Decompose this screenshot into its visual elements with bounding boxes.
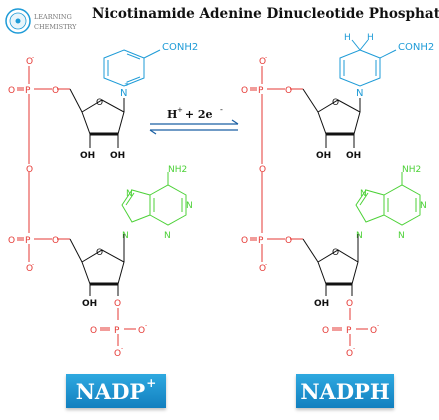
right-h2: H [367,33,374,43]
svg-text:N: N [186,201,193,211]
right-oh3: OH [314,299,329,309]
right-conh2: CONH2 [398,42,434,53]
right-h1: H [344,33,351,43]
left-nicotinamide-ring [103,49,161,87]
svg-text:N: N [126,189,133,199]
left-adenine [121,172,187,226]
svg-text:-: - [265,54,267,61]
svg-text:-: - [220,105,223,114]
svg-text:N: N [164,231,171,241]
svg-text:O: O [346,349,353,359]
svg-text:P: P [258,236,264,246]
right-nh2: NH2 [402,165,421,175]
svg-text:O: O [114,299,121,309]
right-oh1: OH [316,151,331,161]
svg-text:P: P [114,326,120,336]
svg-text:O: O [241,86,248,96]
svg-text:O: O [90,326,97,336]
svg-text:O: O [52,236,59,246]
svg-text:-: - [353,345,355,352]
svg-text:-: - [121,345,123,352]
svg-text:O: O [8,236,15,246]
right-adenine [355,172,421,226]
reaction-arrows: H + + 2e - [149,105,239,135]
left-oh3: OH [82,299,97,309]
svg-text:O: O [332,248,339,258]
nadph-badge: NADPH [296,374,394,408]
svg-text:O: O [26,264,33,274]
svg-text:O: O [259,264,266,274]
right-upper-ribose [302,88,361,148]
svg-text:N: N [420,201,427,211]
left-phosphate-chain [17,66,70,262]
svg-text:P: P [25,236,31,246]
svg-text:N: N [360,189,367,199]
svg-text:P: P [346,326,352,336]
left-conh2: CONH2 [162,42,198,53]
svg-text:P: P [25,86,31,96]
svg-text:O: O [138,326,145,336]
nadp-plus-badge: NADP+ [66,374,166,408]
right-phosphate-chain [250,66,303,262]
svg-text:O: O [114,349,121,359]
reaction-electrons: + 2e [181,108,213,121]
nadp-plus-label: NADP [75,378,146,404]
nadph-structure: O- O P O O O P O O- CONH2 H H [241,33,434,359]
svg-text:O: O [259,165,266,175]
svg-text:O: O [259,57,266,67]
svg-text:O: O [96,248,103,258]
left-n-plus: N [120,88,127,99]
left-upper-ribose [69,88,125,148]
svg-text:-: - [265,261,267,268]
svg-text:O: O [26,165,33,175]
svg-text:N: N [122,231,129,241]
svg-text:O: O [241,236,248,246]
nadp-plus-charge: + [146,376,157,390]
svg-text:N: N [356,231,363,241]
left-oh1: OH [80,151,95,161]
svg-text:O: O [285,236,292,246]
nadp-plus-structure: O- O P O O O P O O- CONH2 N + [8,42,198,359]
right-lower-ribose [302,234,359,320]
reaction-h: H [167,108,177,121]
svg-text:O: O [26,57,33,67]
right-phosphate-labels: O- O P O O O P O O- [241,54,292,274]
svg-text:O: O [332,98,339,108]
learning-chemistry-logo: LEARNING CHEMISTRY [5,8,77,34]
svg-text:O: O [322,326,329,336]
left-n-charge: + [124,80,130,88]
svg-text:O: O [285,86,292,96]
left-phosphate-labels: O- O P O O O P O O- [8,54,59,274]
nadph-label: NADPH [300,378,390,404]
svg-text:+: + [177,106,183,114]
left-nh2: NH2 [168,165,187,175]
svg-text:-: - [145,322,147,329]
svg-text:O: O [346,299,353,309]
svg-text:O: O [96,98,103,108]
svg-text:-: - [32,54,34,61]
svg-text:-: - [377,322,379,329]
logo-line2: CHEMISTRY [34,23,77,31]
svg-text:-: - [32,261,34,268]
logo-line1: LEARNING [34,13,72,21]
svg-text:N: N [398,231,405,241]
right-oh2: OH [346,151,361,161]
svg-text:P: P [258,86,264,96]
left-lower-ribose [69,234,125,320]
diagram-title: Nicotinamide Adenine Dinucleotide Phosph… [92,6,439,22]
svg-text:O: O [8,86,15,96]
svg-text:O: O [52,86,59,96]
left-oh2: OH [110,151,125,161]
svg-text:O: O [370,326,377,336]
right-n: N [356,88,363,99]
right-nicotinamide-ring [339,39,397,87]
